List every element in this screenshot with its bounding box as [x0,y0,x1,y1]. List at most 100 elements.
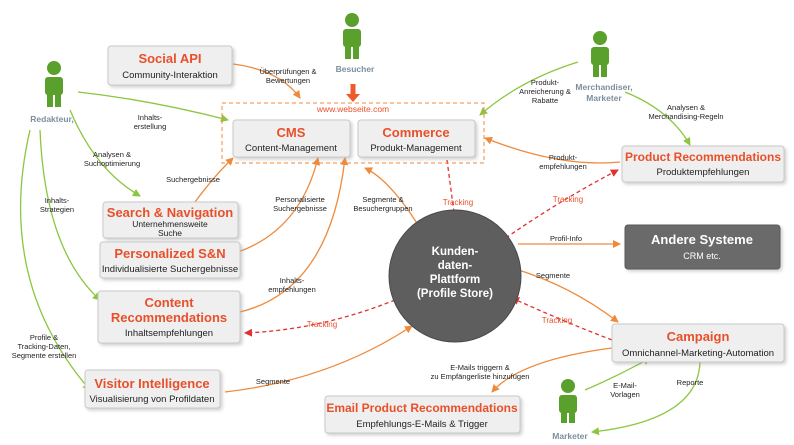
box-other-systems: Andere Systeme CRM etc. [624,224,781,270]
box-subtitle: CRM etc. [683,251,721,261]
edge-label: Segmente erstellen [12,351,77,360]
box-subtitle: Unternehmensweite [132,219,208,229]
edge-hub-commerce [364,167,421,229]
edge-redakteur-content [39,129,101,301]
box-email-product-recommendations: Email Product Recommendations Empfehlung… [324,395,521,434]
edge-label: Produkt- [549,153,578,162]
edge-label: Reporte [677,378,704,387]
actor-merchandiser: Merchandiser, [575,82,632,92]
box-title: Andere Systeme [651,232,753,247]
box-subtitle: Omnichannel-Marketing-Automation [622,348,774,359]
edge-label: Tracking-Daten, [17,342,70,351]
hub-customer-data-platform: Kunden- daten- Plattform (Profile Store) [388,209,522,343]
edge-label: Segmente [536,271,570,280]
website-label: www.webseite.com [316,104,389,114]
box-title: Product Recommendations [625,150,781,164]
box-title: Search & Navigation [107,205,233,220]
box-title: Social API [138,51,201,66]
edge-social-cms [232,63,301,99]
edge-label: Profil-Info [550,234,582,243]
box-title: CMS [277,125,306,140]
box-campaign: Campaign Omnichannel-Marketing-Automatio… [611,323,785,363]
edge-label: Analysen & [93,150,131,159]
edge-label: Merchandising-Regeln [648,112,723,121]
edge-productrec-commerce [484,136,621,164]
box-title: Content [144,295,194,310]
person-icon-merchandiser [591,31,609,77]
person-icon-besucher [343,13,361,59]
edge-merch-commerce [479,61,579,116]
edge-label: E-Mails triggern & [450,363,510,372]
hub-line: daten- [438,260,473,272]
box-subtitle: Visualisierung von Profildaten [90,394,215,405]
tracking-label: Tracking [443,198,473,207]
edge-campaign-email [491,347,613,393]
actor-merchandiser: Marketer [586,93,622,103]
box-product-recommendations: Product Recommendations Produktempfehlun… [621,145,785,183]
person-icon-marketer [559,379,577,423]
edge-labels: Überprüfungen & Bewertungen Inhalts- ers… [12,67,724,399]
tracking-label: Tracking [307,320,337,329]
edge-personalized-cms [237,157,321,253]
edge-redakteur-search [69,109,141,197]
edge-redakteur-cms [77,91,229,123]
box-search-navigation: Search & Navigation Unternehmensweite Su… [102,201,239,239]
edge-visitor-hub [224,325,413,393]
box-content-recommendations: Content Recommendations Inhaltsempfehlun… [97,290,241,344]
box-social-api: Social API Community-Interaktion [107,45,233,86]
edge-label: Rabatte [532,96,558,105]
edge-label: Segmente [256,377,290,386]
edge-label: Suchergebnisse [166,175,220,184]
box-subtitle: Inhaltsempfehlungen [125,328,213,339]
box-subtitle: Content-Management [245,143,337,154]
edge-label: Inhalts- [45,196,70,205]
actor-redakteur: Redakteur, [30,114,73,124]
edge-label: Vorlagen [610,390,640,399]
connections [20,61,701,436]
edge-label: Anreicherung & [519,87,571,96]
tracking-label: Tracking [542,316,572,325]
edge-tracking-hub-content [244,299,396,337]
hub-line: Kunden- [432,246,479,258]
box-title: Email Product Recommendations [326,401,518,415]
box-subtitle: Empfehlungs-E-Mails & Trigger [356,419,487,430]
edge-label: empfehlungen [539,162,587,171]
edge-label: Profile & [30,333,58,342]
edge-content-cms [239,157,349,313]
box-title: Recommendations [111,310,227,325]
edge-merch-productrec [624,91,691,146]
person-icon-redakteur [45,61,63,107]
edge-label: Überprüfungen & [259,67,316,76]
box-personalized-sn: Personalized S&N Individualisierte Suche… [99,241,241,279]
edge-label: Personalisierte [275,195,325,204]
edge-label: Besuchergruppen [353,204,412,213]
edge-label: Inhalts- [280,276,305,285]
edge-label: Segmente & [362,195,403,204]
edge-hub-campaign [511,267,619,323]
edge-label: zu Empfängerliste hinzufügen [431,372,530,381]
box-subtitle: Community-Interaktion [122,70,218,81]
box-subtitle: Produktempfehlungen [657,167,750,178]
hub-line: (Profile Store) [417,288,493,300]
edge-label: Suchoptimierung [84,159,140,168]
box-cms: CMS Content-Management [232,119,351,158]
box-subtitle: Suche [158,228,182,238]
edge-tracking-hub-productrec [499,169,619,243]
actor-marketer: Marketer [552,431,588,441]
box-visitor-intelligence: Visitor Intelligence Visualisierung von … [84,369,221,409]
edge-label: Inhalts- [138,113,163,122]
box-title: Personalized S&N [114,246,225,261]
edge-search-cms [194,157,234,203]
edge-redakteur-visitor [20,129,91,391]
hub-line: Plattform [430,274,480,286]
edge-label: erstellung [134,122,167,131]
edge-label: empfehlungen [268,285,316,294]
edge-label: Analysen & [667,103,705,112]
tracking-label: Tracking [553,195,583,204]
edge-label: Strategien [40,205,74,214]
box-subtitle: Produkt-Management [370,143,462,154]
edge-label: E-Mail- [613,381,637,390]
box-title: Commerce [382,125,449,140]
edge-label: Bewertungen [266,76,310,85]
